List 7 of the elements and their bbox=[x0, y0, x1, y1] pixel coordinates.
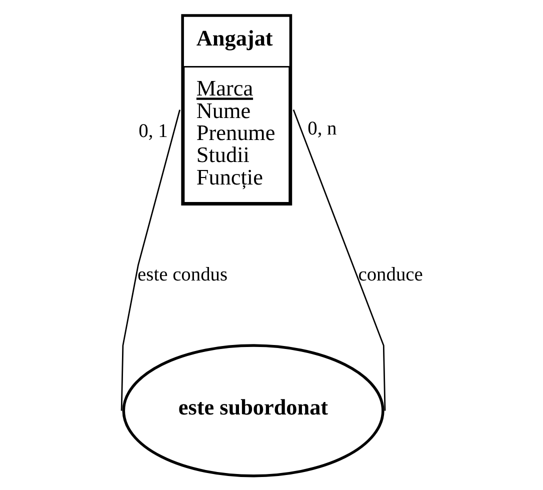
connector bbox=[120, 110, 180, 411]
label: 0, n bbox=[307, 118, 336, 140]
label: 0, 1 bbox=[138, 121, 168, 142]
node-ellipse: este subordonat bbox=[122, 344, 384, 478]
edge-label: conduce bbox=[358, 264, 422, 286]
connector bbox=[292, 110, 386, 411]
edge-label: este condus bbox=[137, 264, 228, 286]
